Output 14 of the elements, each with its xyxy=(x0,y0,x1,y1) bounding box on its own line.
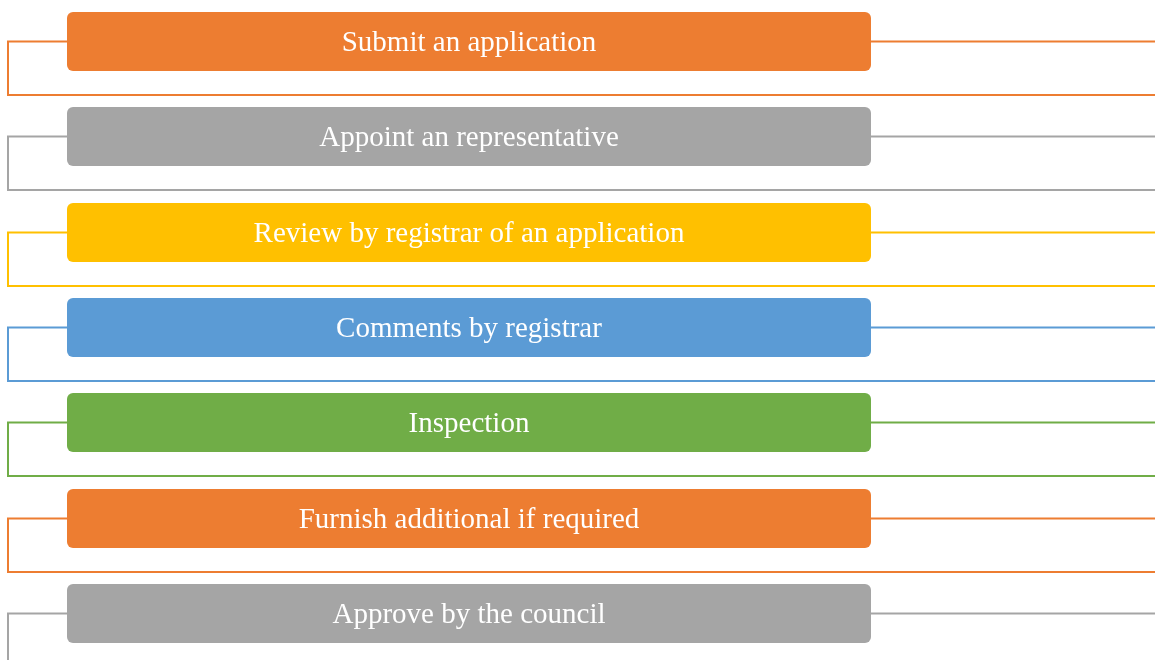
step-box xyxy=(67,298,871,357)
step-label: Approve by the council xyxy=(332,597,606,630)
step-box xyxy=(67,203,871,262)
step-box xyxy=(67,584,871,643)
step-label: Inspection xyxy=(408,406,530,439)
step-label: Review by registrar of an application xyxy=(253,216,685,249)
step-box xyxy=(67,489,871,548)
step-label: Comments by registrar xyxy=(336,311,602,344)
step-box xyxy=(67,12,871,71)
step-box xyxy=(67,393,871,452)
step-label: Appoint an representative xyxy=(319,120,619,153)
step-label: Furnish additional if required xyxy=(298,502,640,535)
step-box xyxy=(67,107,871,166)
step-label: Submit an application xyxy=(341,25,597,58)
